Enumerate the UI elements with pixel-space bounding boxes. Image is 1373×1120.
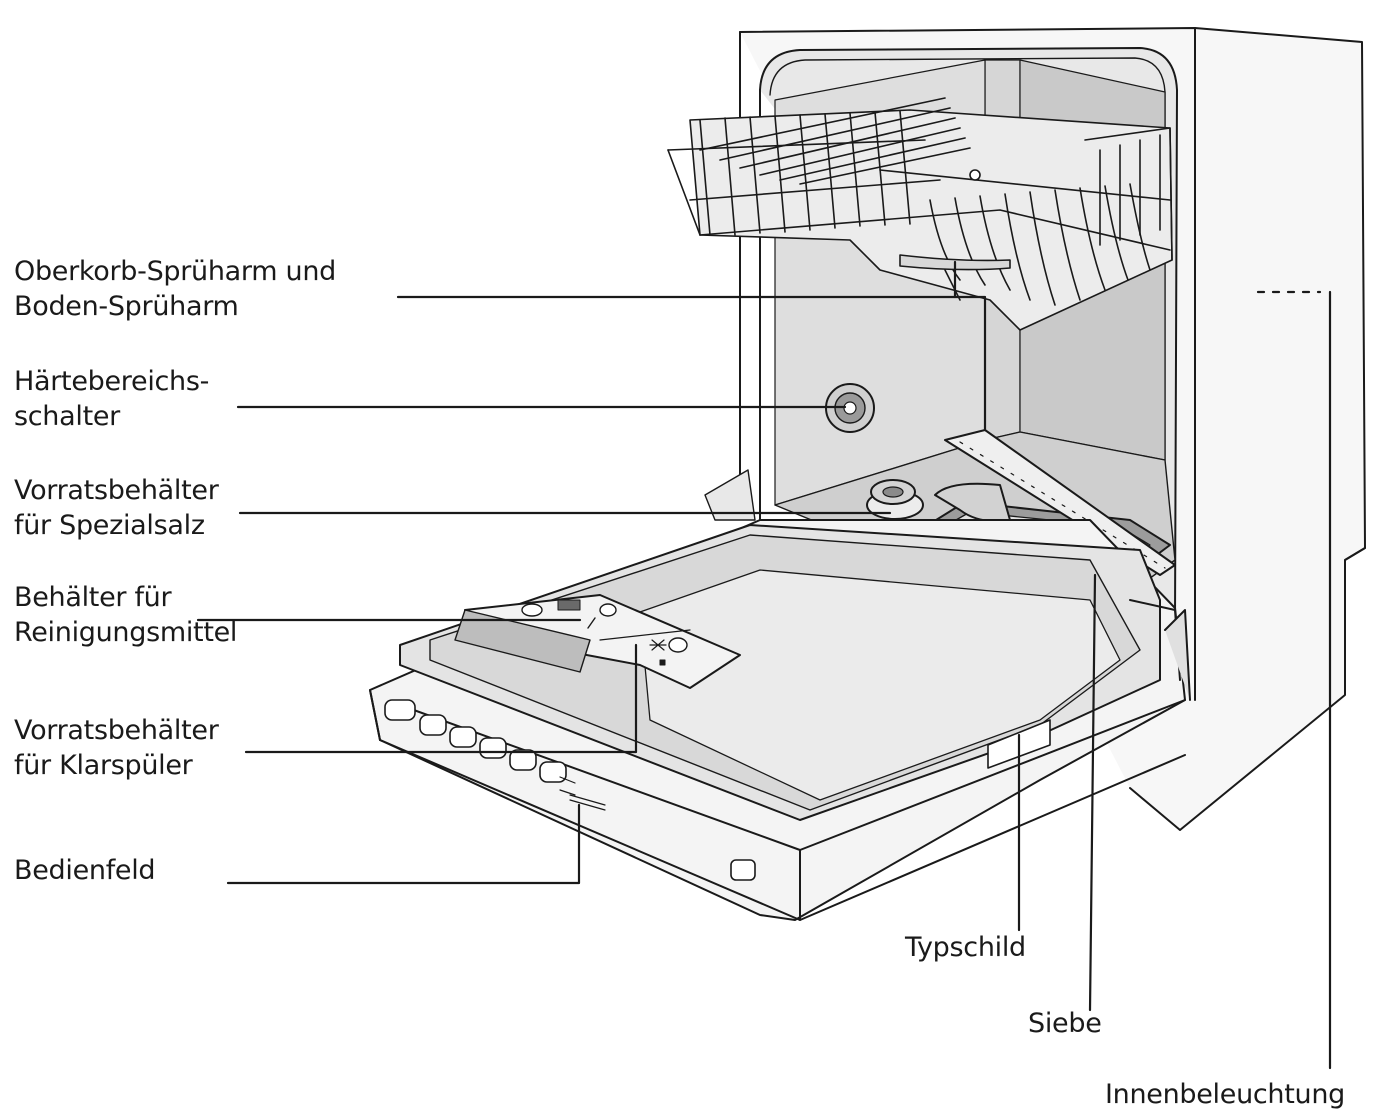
leader-lines xyxy=(196,260,1332,1070)
hardness-switch xyxy=(825,383,875,433)
label-filters: Siebe xyxy=(1028,1008,1102,1039)
label-salt-container: Vorratsbehälter für Spezialsalz xyxy=(14,475,219,541)
label-spray-arms: Oberkorb-Sprüharm und Boden-Sprüharm xyxy=(14,256,336,322)
label-rating-plate: Typschild xyxy=(905,932,1026,963)
label-rinse-aid-container: Vorratsbehälter für Klarspüler xyxy=(14,715,219,781)
open-door xyxy=(369,469,1191,921)
upper-basket xyxy=(667,97,1173,331)
label-hardness-switch: Härtebereichs- schalter xyxy=(14,366,210,432)
leader-rinse-aid-container xyxy=(244,643,638,754)
leader-filters xyxy=(1088,573,1097,1012)
label-interior-light: Innenbeleuchtung xyxy=(1105,1079,1345,1110)
dispenser xyxy=(454,594,741,689)
leader-control-panel xyxy=(226,803,581,885)
label-detergent-container: Behälter für Reinigungsmittel xyxy=(14,582,238,648)
leader-lower-spray-arm xyxy=(953,295,987,432)
label-control-panel: Bedienfeld xyxy=(14,855,156,886)
